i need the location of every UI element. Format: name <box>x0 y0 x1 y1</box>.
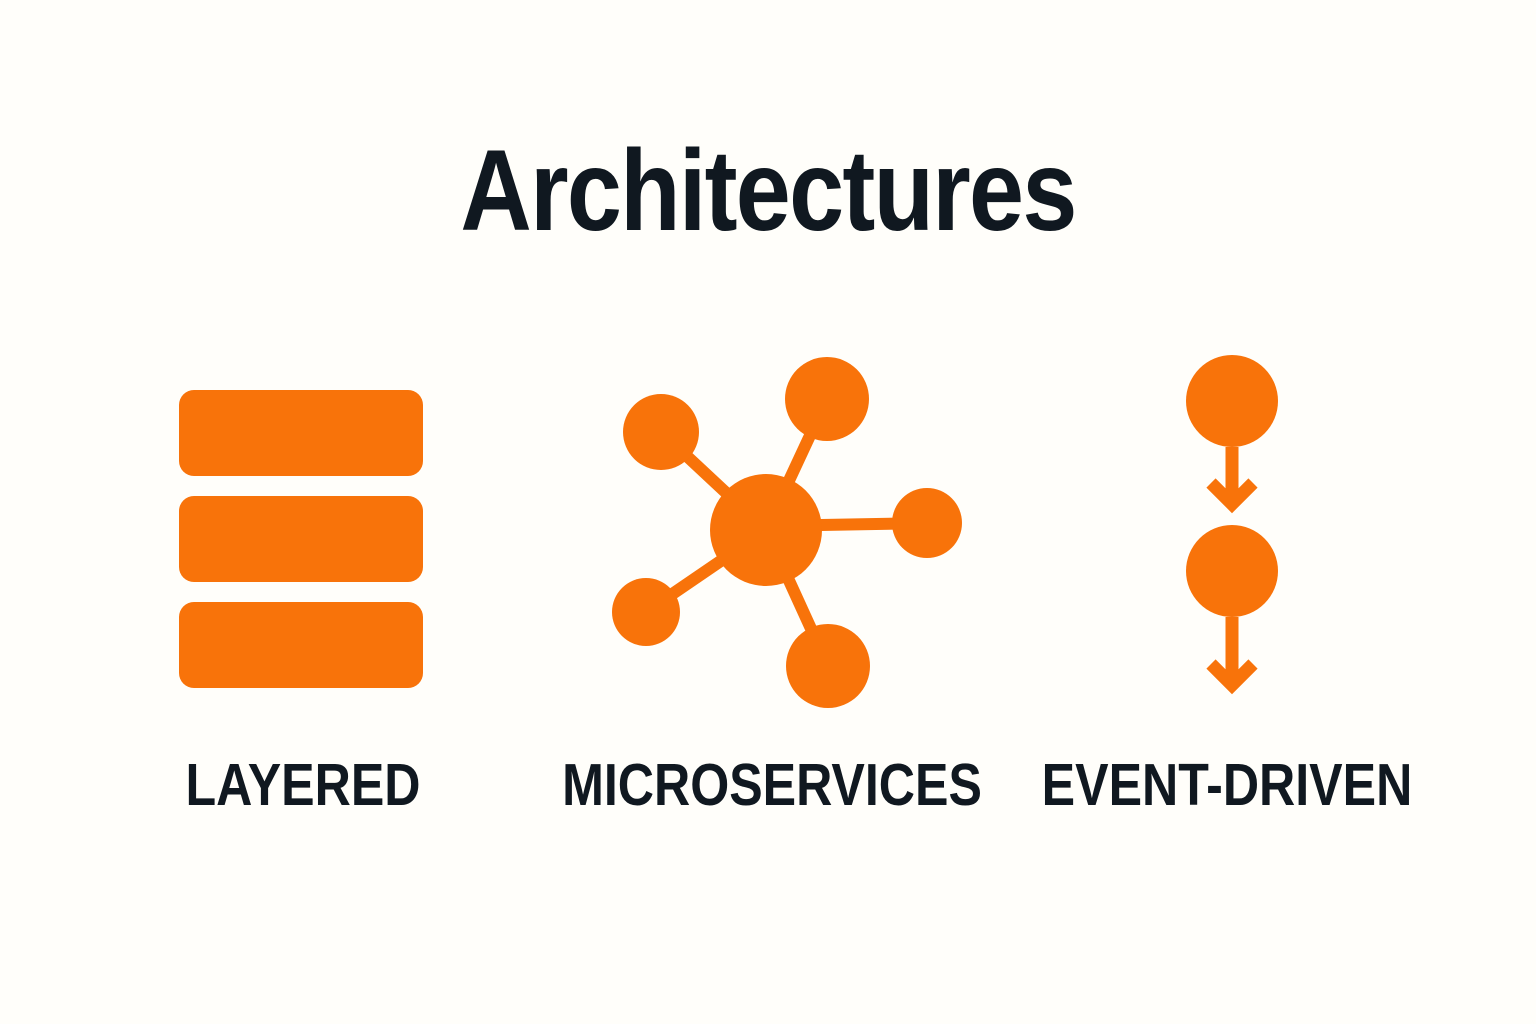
layered-stack-icon <box>179 390 423 688</box>
label-microservices: MICROSERVICES <box>562 752 982 818</box>
label-layered: LAYERED <box>185 752 421 818</box>
page-title: Architectures <box>460 127 1077 255</box>
microservices-network-icon <box>560 330 1000 750</box>
label-event-driven: EVENT-DRIVEN <box>1041 752 1413 818</box>
event-driven-flow-icon <box>1180 350 1284 695</box>
